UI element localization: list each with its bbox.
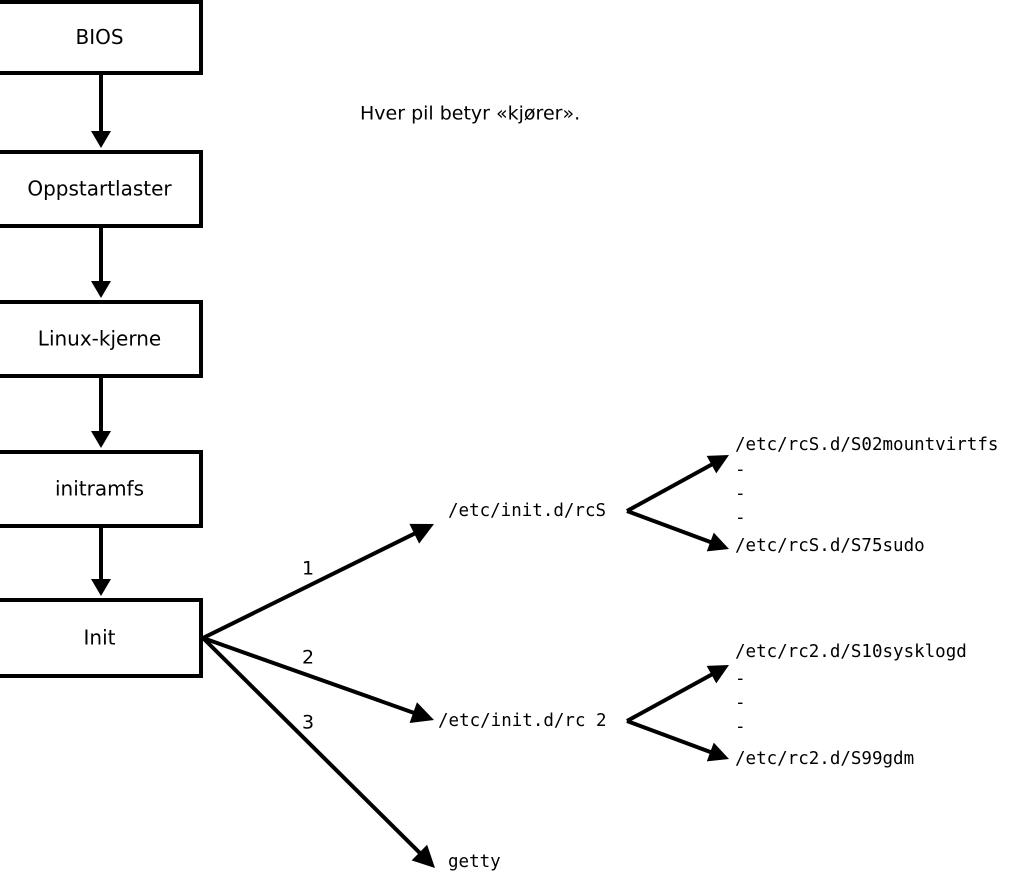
diagram-caption: Hver pil betyr «kjører». <box>360 103 580 125</box>
stage-label-initramfs: initramfs <box>55 477 144 501</box>
script-item-rc2-dash-3: - <box>735 717 746 737</box>
stage-label-init: Init <box>84 626 116 650</box>
arrow-head-initramfs-to-init <box>91 579 111 596</box>
script-arrow-shaft-rc2-arrow-first <box>626 670 716 723</box>
script-item-rc2-first: /etc/rc2.d/S10sysklogd <box>735 642 967 662</box>
stage-label-bootloader: Oppstartlaster <box>27 177 172 201</box>
arrow-initramfs-to-init <box>91 528 111 596</box>
script-item-rc2-last: /etc/rc2.d/S99gdm <box>735 749 914 769</box>
script-item-rcs-dash-1: - <box>735 460 746 480</box>
vertical-arrow-group <box>91 75 111 596</box>
init-branch-shaft-2 <box>202 636 418 716</box>
init-branch-head-1 <box>409 523 434 544</box>
script-item-rcs-last: /etc/rcS.d/S75sudo <box>735 536 925 556</box>
script-arrow-shaft-rcs-arrow-last <box>626 509 715 546</box>
script-item-rcs-first: /etc/rcS.d/S02mountvirtfs <box>735 435 998 455</box>
script-arrow-shaft-rc2-arrow-last <box>626 719 715 756</box>
target-label-group: /etc/init.d/rcS/etc/init.d/rc 2 getty <box>438 501 607 872</box>
init-branch-head-3 <box>411 844 435 868</box>
script-arrow-shaft-rcs-arrow-first <box>626 460 716 513</box>
script-item-rcs-dash-3: - <box>735 508 746 528</box>
script-item-rc2-dash-1: - <box>735 669 746 689</box>
script-arrow-head-rc2-arrow-first <box>706 665 729 684</box>
stage-box-bootloader <box>0 150 203 228</box>
stage-label-kernel: Linux-kjerne <box>38 327 161 351</box>
script-item-rc2-dash-2: - <box>735 693 746 713</box>
stage-node-initramfs: initramfs <box>0 450 203 528</box>
arrow-head-kernel-to-initramfs <box>91 431 111 448</box>
init-branch-shaft-1 <box>202 530 419 640</box>
arrow-head-bootloader-to-kernel <box>91 281 111 298</box>
target-label-rc2: /etc/init.d/rc 2 <box>438 711 607 731</box>
target-label-getty: getty <box>448 852 501 872</box>
script-group-rcs-scripts: /etc/rcS.d/S02mountvirtfs - - - /etc/rcS.d/S… <box>626 435 998 556</box>
stage-box-kernel <box>0 300 203 378</box>
arrow-kernel-to-initramfs <box>91 378 111 448</box>
target-label-rcs: /etc/init.d/rcS <box>448 501 606 521</box>
init-branch-shaft-3 <box>201 636 424 857</box>
stage-node-kernel: Linux-kjerne <box>0 300 203 378</box>
script-arrow-head-rc2-arrow-last <box>706 742 729 762</box>
stage-node-bios: BIOS <box>0 0 203 75</box>
script-arrow-head-rcs-arrow-first <box>706 455 729 474</box>
arrow-head-bios-to-bootloader <box>91 131 111 148</box>
init-branch-number-2: 2 <box>302 647 314 669</box>
init-branch-3: 3 <box>201 636 435 868</box>
script-arrow-head-rcs-arrow-last <box>706 532 729 552</box>
init-branch-number-1: 1 <box>302 558 314 580</box>
stage-box-initramfs <box>0 450 203 528</box>
stage-box-init <box>0 598 203 678</box>
script-group-container: /etc/rcS.d/S02mountvirtfs - - - /etc/rcS.d/S… <box>626 435 998 769</box>
init-branch-head-2 <box>409 702 434 724</box>
init-branch-2: 2 <box>202 636 434 724</box>
script-item-rcs-dash-2: - <box>735 484 746 504</box>
script-group-rc2-scripts: /etc/rc2.d/S10sysklogd - - - /etc/rc2.d/S99g… <box>626 642 967 769</box>
stage-label-bios: BIOS <box>75 25 123 49</box>
init-branch-number-3: 3 <box>302 712 314 734</box>
stage-node-bootloader: Oppstartlaster <box>0 150 203 228</box>
arrow-bios-to-bootloader <box>91 75 111 148</box>
init-branch-1: 1 <box>202 523 434 640</box>
arrow-bootloader-to-kernel <box>91 228 111 298</box>
stage-node-init: Init <box>0 598 203 678</box>
stage-box-bios <box>0 0 203 75</box>
init-branch-group: 1 2 3 <box>201 523 435 868</box>
